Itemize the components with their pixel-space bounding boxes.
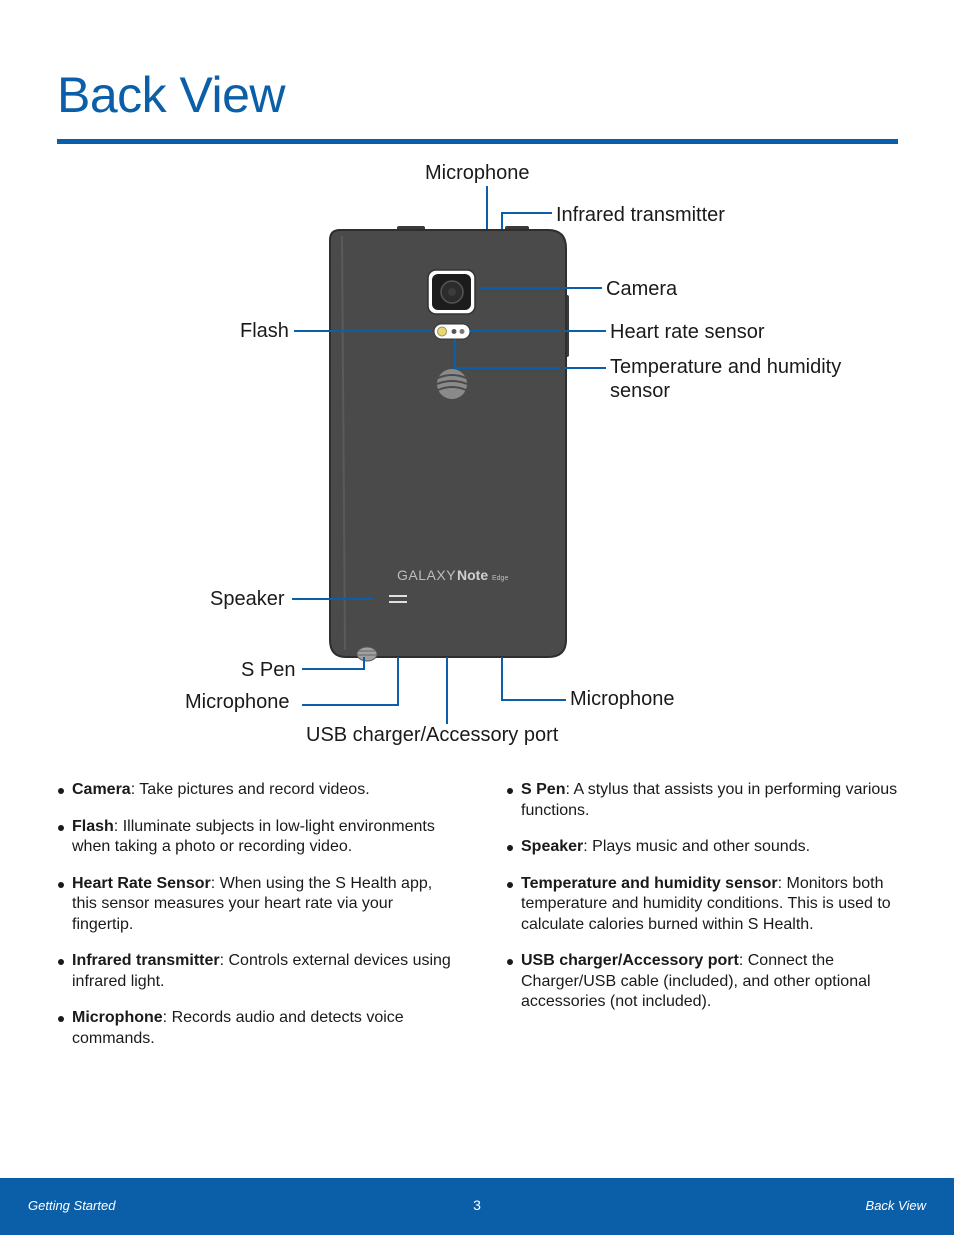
feature-description: : Records audio and detects voice comman… [72,1009,404,1047]
brand-text: GALAXY [397,567,456,583]
list-item: Speaker: Plays music and other sounds. [506,837,906,858]
feature-term: Flash [72,817,114,835]
label-microphone-top: Microphone [425,162,530,184]
title-divider [57,139,898,144]
callout-lines [292,186,606,724]
s-pen-tip-icon [356,646,378,662]
feature-term: S Pen [521,781,566,798]
feature-term: Camera [72,781,131,798]
feature-term: Infrared transmitter [72,952,220,969]
feature-description: : Illuminate subjects in low-light envir… [72,817,435,856]
phone-illustration: GALAXY Note Edge [292,186,606,724]
model-text: Note [457,567,488,583]
heart-rate-sensor-icon [451,329,457,334]
feature-description: : Take pictures and record videos. [130,781,370,798]
descriptions-right-column: S Pen: A stylus that assists you in perf… [506,780,906,1029]
label-s-pen: S Pen [241,659,296,681]
phone-body [329,229,567,658]
feature-description: : When using the S Health app, this sens… [72,874,433,933]
flash-icon [437,326,447,337]
label-temperature-humidity-sensor: Temperature and humidity sensor [610,356,842,402]
list-item: Camera: Take pictures and record videos. [57,780,452,801]
label-microphone-bottom-right: Microphone [570,688,675,710]
descriptions-left-column: Camera: Take pictures and record videos.… [57,780,452,1065]
page-footer: Getting Started 3 Back View [0,1178,954,1235]
label-flash: Flash [240,320,289,342]
label-camera: Camera [606,278,678,300]
feature-description: : A stylus that assists you in performin… [521,781,898,819]
label-heart-rate-sensor: Heart rate sensor [610,321,765,343]
label-usb-port: USB charger/Accessory port [306,724,559,746]
feature-term: Temperature and humidity sensor [521,874,778,892]
page-title: Back View [57,67,286,123]
list-item: Heart Rate Sensor: When using the S Heal… [57,874,452,936]
speaker-grille-icon [389,595,407,597]
feature-description: : Connect the Charger/USB cable (include… [521,952,871,1010]
list-item: S Pen: A stylus that assists you in perf… [506,780,906,821]
back-view-diagram: GALAXY Note Edge Microphone I [185,162,842,746]
label-speaker: Speaker [210,588,285,610]
list-item: USB charger/Accessory port: Connect the … [506,951,906,1013]
feature-term: Heart Rate Sensor [72,874,211,892]
feature-list-right: S Pen: A stylus that assists you in perf… [506,780,906,1013]
carrier-logo-icon [436,369,468,399]
feature-term: USB charger/Accessory port [521,952,739,969]
feature-description: : Controls external devices using infrar… [72,952,451,990]
list-item: Temperature and humidity sensor: Monitor… [506,874,906,936]
footer-chapter: Back View [865,1198,926,1213]
feature-description: : Monitors both temperature and humidity… [521,874,891,933]
footer-section: Getting Started [28,1198,116,1213]
list-item: Flash: Illuminate subjects in low-light … [57,817,452,858]
list-item: Microphone: Records audio and detects vo… [57,1008,452,1049]
footer-page-number: 3 [473,1197,481,1213]
list-item: Infrared transmitter: Controls external … [57,951,452,992]
feature-list-left: Camera: Take pictures and record videos.… [57,780,452,1049]
humidity-sensor-icon [459,329,465,334]
edition-text: Edge [492,575,508,582]
label-microphone-bottom-left: Microphone [185,691,290,713]
feature-description: : Plays music and other sounds. [583,838,811,855]
feature-term: Microphone [72,1009,163,1026]
feature-term: Speaker [521,838,584,855]
label-infrared-transmitter: Infrared transmitter [556,204,725,226]
